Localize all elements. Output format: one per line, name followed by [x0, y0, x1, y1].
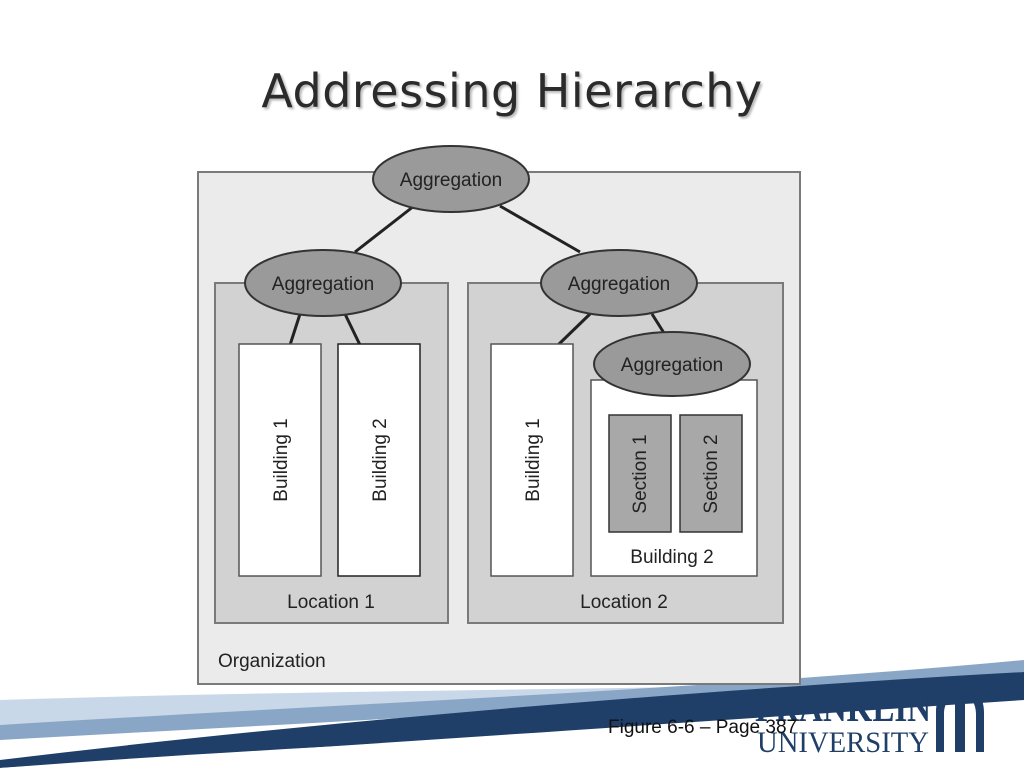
building2-aggregation-node	[593, 331, 751, 397]
figure-caption: Figure 6-6 – Page 387	[608, 717, 798, 738]
root-aggregation-label: Aggregation	[400, 170, 502, 191]
section2-label: Section 2	[701, 434, 722, 513]
building2-aggregation-label: Aggregation	[621, 355, 723, 376]
location2-aggregation-label: Aggregation	[568, 274, 670, 295]
section2-box	[679, 414, 743, 533]
location1-building2-box	[337, 343, 421, 577]
location1-aggregation-node	[244, 249, 402, 317]
slide-title: Addressing Hierarchy	[261, 64, 763, 118]
section1-box	[608, 414, 672, 533]
logo-line1: FRANKLIN	[755, 685, 931, 730]
logo-line2: UNIVERSITY	[757, 726, 929, 759]
logo-arch-icon	[936, 684, 984, 752]
location1-building1-box	[238, 343, 322, 577]
location2-building1-label: Building 1	[523, 418, 544, 501]
location2-building2-label: Building 2	[630, 547, 713, 568]
location2-building1-box	[490, 343, 574, 577]
location1-building1-label: Building 1	[271, 418, 292, 501]
organization-label: Organization	[218, 651, 326, 672]
location1-label: Location 1	[287, 592, 375, 613]
location2-label: Location 2	[580, 592, 668, 613]
location2-aggregation-node	[540, 249, 698, 317]
section1-label: Section 1	[630, 434, 651, 513]
location1-building2-label: Building 2	[370, 418, 391, 501]
root-aggregation-node	[372, 145, 530, 213]
connector-lines	[288, 204, 704, 417]
location1-aggregation-label: Aggregation	[272, 274, 374, 295]
